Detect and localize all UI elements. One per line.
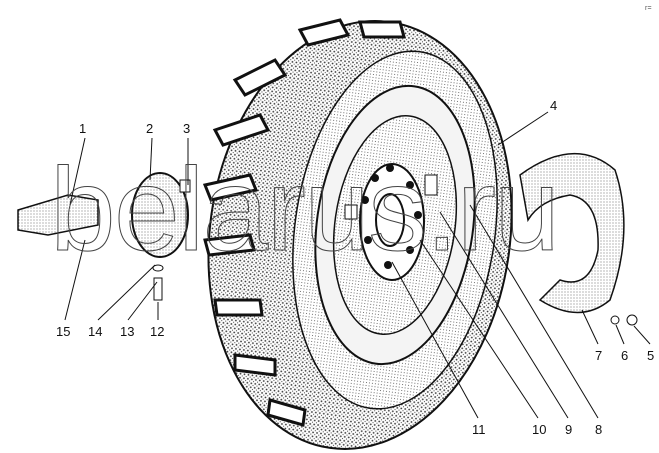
label-2: 2 xyxy=(146,121,153,136)
label-6: 6 xyxy=(621,348,628,363)
label-7: 7 xyxy=(595,348,602,363)
leader-lines xyxy=(64,111,651,419)
label-9: 9 xyxy=(565,422,572,437)
label-15: 15 xyxy=(56,324,70,339)
label-5: 5 xyxy=(647,348,654,363)
label-8: 8 xyxy=(595,422,602,437)
label-3: 3 xyxy=(183,121,190,136)
part-labels: 1 2 3 4 5 6 7 8 9 10 11 12 13 14 15 г= xyxy=(56,5,654,437)
label-12: 12 xyxy=(150,324,164,339)
label-11: 11 xyxy=(472,422,486,437)
label-14: 14 xyxy=(88,324,102,339)
wheel-rim xyxy=(314,84,476,366)
label-4: 4 xyxy=(550,98,557,113)
counterweight-parts xyxy=(17,172,191,301)
corner-mark: г= xyxy=(645,5,652,12)
label-10: 10 xyxy=(532,422,546,437)
label-13: 13 xyxy=(120,324,134,339)
wheel-disk xyxy=(519,152,638,326)
label-1: 1 xyxy=(79,121,86,136)
watermark: belarus.ru xyxy=(50,144,560,276)
